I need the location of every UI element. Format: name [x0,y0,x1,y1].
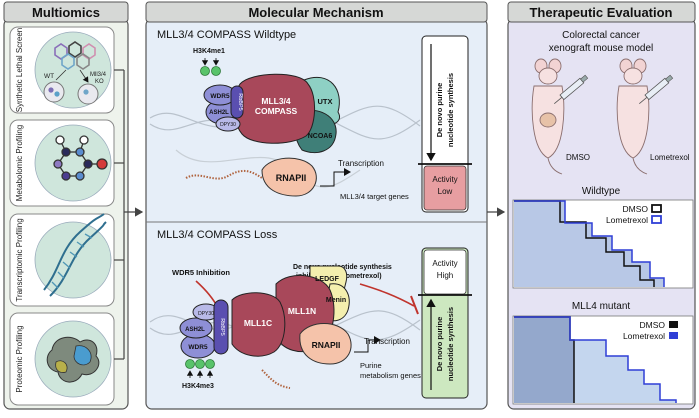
row-synthetic-lethal-screen: Synthetic Lethal Screen WT Mll3/4 KO [9,26,115,114]
loss-wdr5-label: WDR5 [188,344,208,351]
wt-compass-complex [203,73,340,154]
wildtype-title: MLL3/4 COMPASS Wildtype [157,29,296,41]
row-label-metabolomic-profiling: Metabolomic Profiling [15,125,24,201]
mechanism-title: Molecular Mechanism [248,5,383,20]
loss-h3k4me3-dot [185,359,195,369]
wt-legend-lometrexol-swatch [651,215,662,224]
wt-ncoa6-label: NCOA6 [308,133,333,140]
syringe-icon [639,74,674,105]
row-transcriptomic-profiling: Transcriptomic Profiling [9,213,115,307]
loss-ash2l-label: ASH2L [185,327,205,333]
wt-wdr5-label: WDR5 [210,93,230,100]
loss-transcription-label: Transcription [364,337,410,346]
wt-mrna-strand [185,170,263,180]
loss-rnapii-label: RNAPII [312,340,341,350]
loss-genes-line2: metabolism genes [360,371,421,380]
row-label-proteomic-profiling: Proteomic Profiling [15,325,24,392]
mut-legend-lometrexol: Lometrexol [623,331,665,341]
wildtype-section: MLL3/4 COMPASS Wildtype H3K4me1 [149,29,472,213]
wt-rnapii [261,157,317,197]
loss-ledgf-label: LEDGF [315,276,339,283]
mut-legend-dmso: DMSO [640,320,666,330]
protein-structure-icon [46,336,100,383]
row-proteomic-profiling: Proteomic Profiling [9,312,115,406]
wt-pathway-line2: nucleotide synthesis [446,73,455,147]
multiomics-panel: Multiomics Synthetic Lethal Screen WT [3,1,144,410]
wt-rnapii-label: RNAPII [276,173,307,183]
label-ko-line2: KO [95,79,104,85]
wt-transcription-label: Transcription [338,159,384,168]
screen-cell-hexagons [54,41,96,70]
wt-h3k4me1-label: H3K4me1 [193,48,225,55]
wt-activity-low-bar [423,165,467,211]
wt-target-genes-label: MLL3/4 target genes [340,192,409,201]
wt-activity-line1: Activity [432,175,457,184]
row-metabolomic-profiling: Metabolomic Profiling [9,119,115,207]
plot-mutant-title: MLL4 mutant [572,301,631,312]
row-label-transcriptomic-profiling: Transcriptomic Profiling [15,218,24,301]
loss-genes-line1: Purine [360,361,382,370]
wt-activity-line2: Low [438,187,453,196]
wt-lometrexol-curve [514,200,665,287]
mouse-dmso-illustration [531,58,565,175]
wt-dpy30-label: DPY30 [220,122,236,128]
wt-compass-label-line1: MLL3/4 [261,96,291,106]
plot-wildtype: DMSO Lometrexol [512,199,694,289]
loss-mll1n-label: MLL1N [288,306,316,316]
wt-legend-dmso: DMSO [623,204,649,214]
plot-wildtype-title: Wildtype [582,186,621,197]
loss-activity-line2: High [437,271,453,280]
wt-rbbp5-label: RbBP5 [237,93,243,110]
loss-dpy30-label: DPY30 [198,311,214,317]
mut-legend-dmso-swatch [669,321,678,328]
loss-mll1c-label: MLL1C [244,318,272,328]
label-wt: WT [44,73,54,80]
dish-wt: WT [43,73,65,103]
wt-h3k4me1-dot [200,66,210,76]
wt-pathway-line1: De novo purine [435,83,444,138]
loss-pathway-line2: nucleotide synthesis [446,307,455,381]
loss-h3k4me3-label: H3K4me3 [182,383,214,390]
wt-compass-label-line2: COMPASS [255,106,298,116]
loss-title: MLL3/4 COMPASS Loss [157,229,278,241]
wt-ash2l-label: ASH2L [209,110,229,116]
wt-dmso-curve [514,200,655,287]
therapeutic-panel: Therapeutic Evaluation Colorectal cancer… [507,1,696,410]
mechanism-panel: Molecular Mechanism MLL3/4 COMPASS Wildt… [145,1,506,410]
syringe-icon [554,74,589,105]
multiomics-title: Multiomics [32,5,100,20]
therapeutic-title: Therapeutic Evaluation [529,5,672,20]
dna-helix-icon [43,213,107,297]
row-label-synthetic-lethal-screen: Synthetic Lethal Screen [15,28,24,113]
model-title-line2: xenograft mouse model [549,43,654,54]
multiomics-connector [114,69,144,360]
loss-wdr5-inhibition-label: WDR5 Inhibition [172,268,230,277]
mouse-lometrexol-illustration [616,58,650,175]
mouse-lometrexol-label: Lometrexol [650,153,690,162]
mut-lometrexol-curve [514,316,677,403]
model-title-line1: Colorectal cancer [562,30,640,41]
wt-legend-lometrexol: Lometrexol [606,215,648,225]
mouse-dmso-label: DMSO [566,153,590,162]
loss-pathway-line1: De novo purine [435,317,444,372]
molecule-icon [53,135,108,181]
loss-menin-label: Menin [326,297,346,304]
loss-h3k4me3-dot [195,359,205,369]
wt-pathway-box: De novo purine nucleotide synthesis Acti… [418,35,472,213]
loss-pathway-box: Activity High De novo purine nucleotide … [418,247,472,399]
wt-legend-dmso-swatch [651,204,662,213]
wt-utx-label: UTX [318,97,333,106]
mut-dmso-area [514,317,574,403]
wt-h3k4me1-dot [211,66,221,76]
loss-rnapii [299,323,352,365]
loss-h3k4me3-dot [205,359,215,369]
loss-rbbp5-label: RbBP5 [219,318,225,335]
label-ko-line1: Mll3/4 [90,72,107,78]
mut-legend-lometrexol-swatch [669,332,678,339]
plot-mutant: DMSO Lometrexol [512,315,694,405]
loss-section: MLL3/4 COMPASS Loss WDR5 Inhibition De n… [149,229,472,399]
loss-activity-line1: Activity [432,259,457,268]
